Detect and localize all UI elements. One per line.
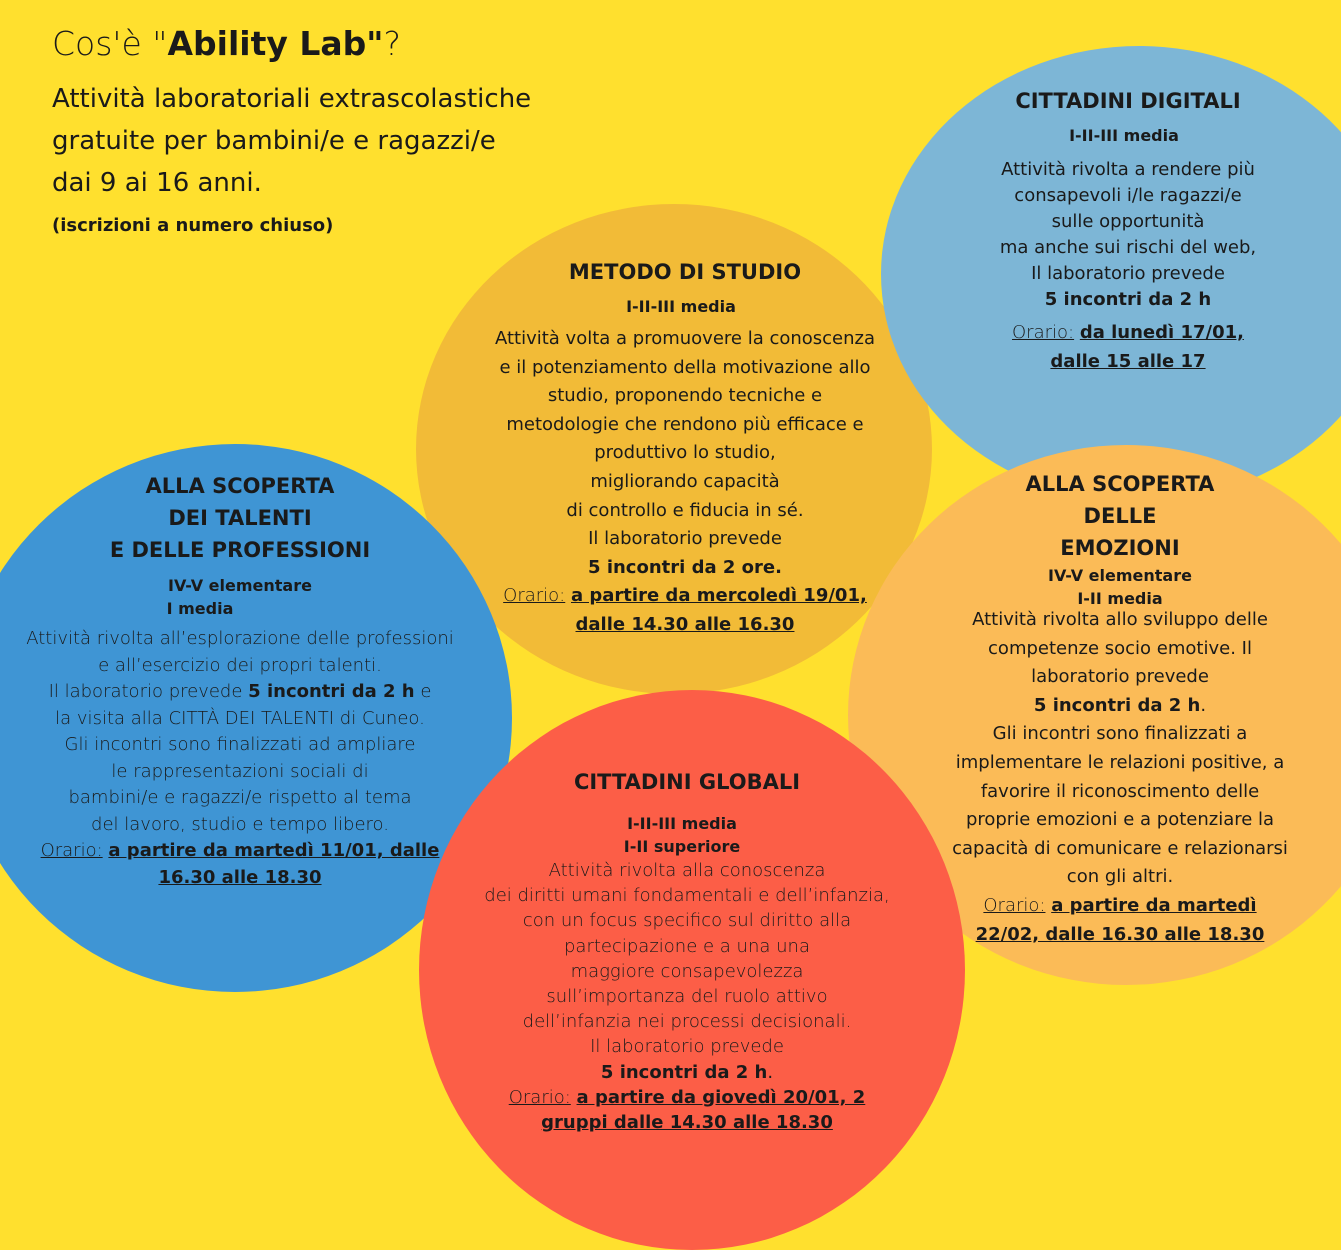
section-sessions: 5 incontri da 2 h [248, 681, 415, 702]
description-part-1: Attività rivolta allo sviluppo delle com… [972, 609, 1268, 688]
section-schedule: Orario: da lunedì 17/01, dalle 15 alle 1… [958, 319, 1298, 376]
section-level-2: I media [166, 599, 234, 618]
schedule-label: Orario: [983, 894, 1046, 916]
circle-cittadini-digitali [881, 46, 1341, 502]
schedule-value: da lunedì 17/01, dalle 15 alle 17 [1050, 322, 1244, 372]
section-cittadini-digitali: CITTADINI DIGITALI I-II-III media Attivi… [958, 85, 1298, 376]
section-title: ALLA SCOPERTA DEI TALENTI E DELLE PROFES… [109, 474, 371, 562]
section-title: CITTADINI GLOBALI [573, 770, 801, 794]
section-description: Attività rivolta allo sviluppo delle com… [930, 606, 1310, 892]
schedule-value: a partire da mercoledì 19/01, dalle 14.3… [570, 585, 867, 635]
schedule-value: a partire da giovedì 20/01, 2 gruppi dal… [541, 1086, 866, 1134]
schedule-value: a partire da martedì 22/02, dalle 16.30 … [975, 894, 1265, 945]
section-talenti-professioni: ALLA SCOPERTA DEI TALENTI E DELLE PROFES… [10, 470, 470, 891]
schedule-label: Orario: [40, 840, 103, 861]
page-subtitle: Attività laboratoriali extrascolastiche … [52, 84, 532, 198]
section-title: METODO DI STUDIO [568, 260, 802, 284]
schedule-label: Orario: [503, 585, 566, 607]
section-schedule: Orario: a partire da martedì 22/02, dall… [930, 892, 1310, 949]
header: Cos'è "Ability Lab"? Attività laboratori… [52, 22, 612, 240]
circle-metodo-di-studio [416, 204, 932, 694]
description-part-2: . Gli incontri sono finalizzati a implem… [952, 694, 1288, 888]
section-level: I-II-III media [627, 814, 737, 833]
section-level-2: I-II superiore [623, 837, 741, 856]
circle-cittadini-globali [419, 690, 965, 1250]
section-description: Attività rivolta alla conoscenza dei dir… [484, 860, 890, 1058]
section-cittadini-globali: CITTADINI GLOBALI I-II-III media I-II su… [462, 766, 912, 1135]
section-sessions: 5 incontri da 2 h [1033, 694, 1201, 716]
section-level: IV-V elementare [1048, 566, 1192, 585]
description-part-2: e la visita alla CITTÀ DEI TALENTI di Cu… [55, 681, 432, 835]
section-scoperta-emozioni: ALLA SCOPERTA DELLE EMOZIONI IV-V elemen… [930, 468, 1310, 949]
sessions-suffix: . [767, 1061, 774, 1083]
section-sessions-line: 5 incontri da 2 h. [462, 1060, 912, 1085]
page-title: Cos'è "Ability Lab"? [52, 22, 612, 66]
section-description: Attività volta a promuovere la conoscenz… [494, 328, 876, 550]
section-level-2: I-II media [1077, 589, 1163, 608]
section-level: I-II-III media [1069, 126, 1179, 145]
schedule-value: a partire da martedì 11/01, dalle 16.30 … [108, 840, 440, 888]
section-schedule: Orario: a partire da martedì 11/01, dall… [10, 838, 470, 891]
section-level: I-II-III media [626, 297, 736, 316]
section-sessions: 5 incontri da 2 ore. [588, 556, 782, 578]
section-sessions: 5 incontri da 2 h [1044, 289, 1212, 310]
section-schedule: Orario: a partire da giovedì 20/01, 2 gr… [462, 1085, 912, 1135]
description-part-1: Attività rivolta all’esplorazione delle … [26, 628, 454, 702]
section-sessions: 5 incontri da 2 h [600, 1061, 768, 1083]
section-description: Attività rivolta a rendere più consapevo… [999, 159, 1257, 284]
section-schedule: Orario: a partire da mercoledì 19/01, da… [430, 582, 940, 639]
section-level: IV-V elementare [168, 576, 312, 595]
section-description: Attività rivolta all’esplorazione delle … [10, 626, 470, 838]
section-metodo-di-studio: METODO DI STUDIO I-II-III media Attività… [430, 256, 940, 640]
title-prefix: Cos'è " [52, 24, 168, 63]
title-bold: Ability Lab" [167, 24, 384, 63]
section-title: ALLA SCOPERTA DELLE EMOZIONI [1025, 472, 1215, 560]
enrollment-note: (iscrizioni a numero chiuso) [52, 215, 334, 236]
title-suffix: ? [383, 24, 401, 63]
section-title: CITTADINI DIGITALI [1015, 89, 1241, 113]
schedule-label: Orario: [1012, 322, 1075, 343]
schedule-label: Orario: [508, 1086, 571, 1108]
